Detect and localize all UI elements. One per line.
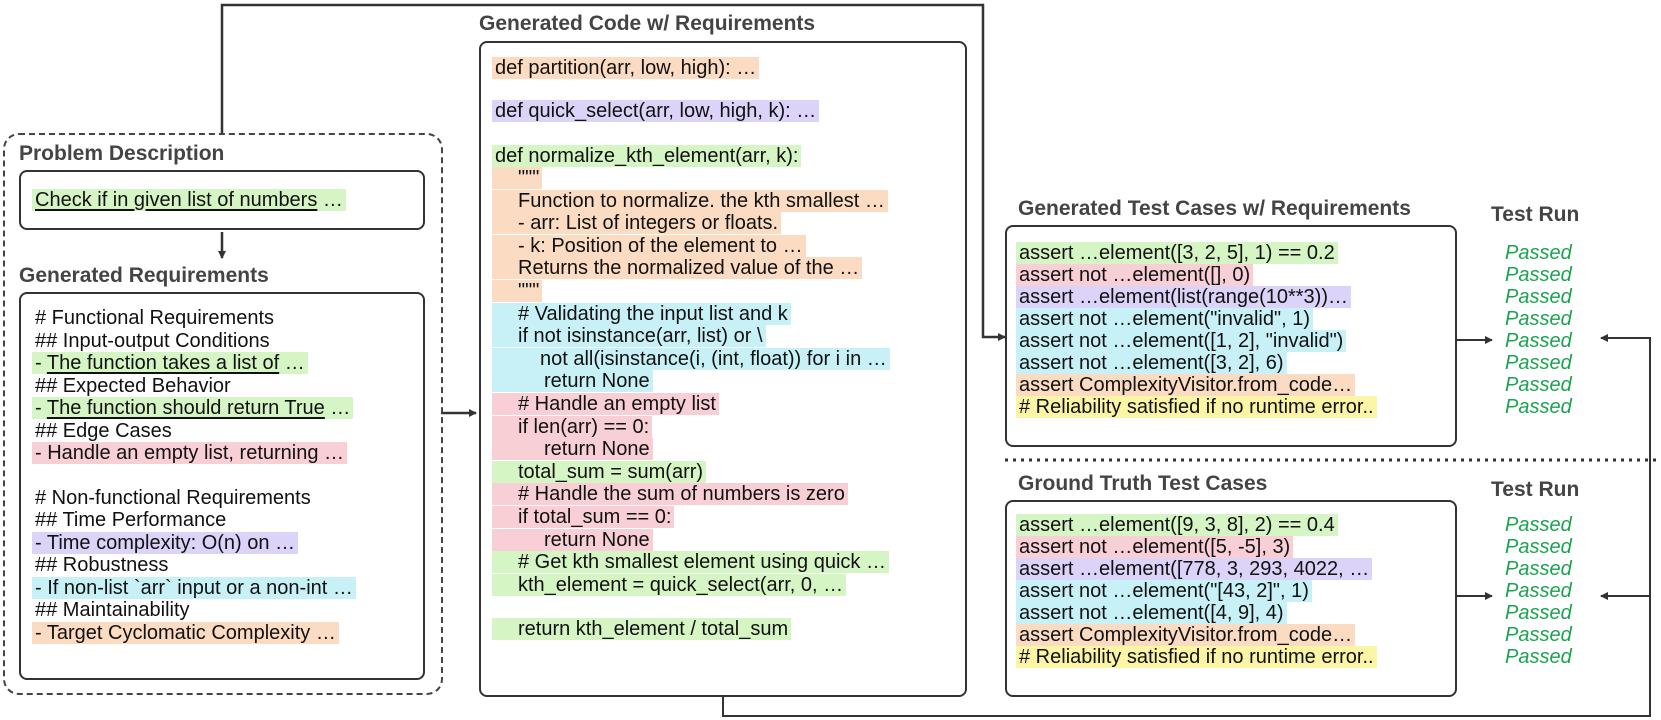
requirement-line: ## Input-output Conditions (35, 329, 270, 352)
requirement-line: - If non-list `arr` input or a non-int … (32, 576, 356, 599)
test-line: assert not …element([4, 9], 4) (1016, 602, 1287, 624)
test-result: Passed (1505, 602, 1572, 624)
code-line: if not isinstance(arr, list) or \ (492, 325, 766, 348)
code-line: if len(arr) == 0: (492, 415, 653, 438)
test-line: assert …element([778, 3, 293, 4022, … (1016, 558, 1373, 580)
test-result: Passed (1505, 558, 1572, 580)
gt-run-title: Test Run (1491, 478, 1580, 501)
requirement-line: # Functional Requirements (35, 307, 275, 329)
problem-text: Check if in given list of numbers … (32, 189, 346, 211)
test-line: assert ComplexityVisitor.from_code… (1016, 624, 1356, 646)
test-result: Passed (1505, 536, 1572, 558)
code-title: Generated Code w/ Requirements (479, 12, 816, 35)
test-line: assert …element([9, 3, 8], 2) == 0.4 (1016, 514, 1338, 536)
code-line: kth_element = quick_select(arr, 0, … (492, 573, 847, 596)
code-line: return None (492, 438, 653, 461)
code-line: def partition(arr, low, high): … (492, 57, 760, 79)
code-line: - k: Position of the element to … (492, 234, 806, 257)
code-line: not all(isinstance(i, (int, float)) for … (492, 347, 890, 370)
test-result: Passed (1505, 352, 1572, 374)
requirement-line: - Time complexity: O(n) on … (32, 531, 299, 554)
test-result: Passed (1505, 646, 1572, 668)
code-line: # Get kth smallest element using quick … (492, 551, 889, 574)
requirements-panel (3, 133, 443, 695)
requirements-title: Generated Requirements (19, 264, 269, 287)
code-line: if total_sum == 0: (492, 506, 675, 528)
test-result: Passed (1505, 624, 1572, 646)
code-line: def normalize_kth_element(arr, k): (492, 145, 802, 167)
code-line: """ (492, 280, 543, 302)
test-result: Passed (1505, 580, 1572, 602)
requirement-line: - The function should return True … (32, 397, 354, 419)
test-line: assert not …element([5, -5], 3) (1016, 536, 1294, 558)
code-line: return kth_element / total_sum (492, 618, 792, 640)
arrow-problem-to-tests (220, 3, 1006, 341)
requirement-line: - The function takes a list of … (32, 352, 308, 374)
test-result: Passed (1505, 242, 1572, 264)
problem-title: Problem Description (19, 142, 225, 165)
requirement-line: ## Time Performance (35, 509, 227, 531)
code-line: Function to normalize. the kth smallest … (492, 189, 888, 212)
code-line: total_sum = sum(arr) (492, 460, 707, 483)
test-line: # Reliability satisfied if no runtime er… (1016, 396, 1377, 418)
gen-run-title: Test Run (1491, 203, 1580, 226)
test-line: assert not …element("invalid", 1) (1016, 308, 1313, 330)
test-result: Passed (1505, 264, 1572, 286)
test-line: assert …element(list(range(10**3))… (1016, 286, 1352, 308)
test-line: assert …element([3, 2, 5], 1) == 0.2 (1016, 242, 1338, 264)
requirement-line: ## Maintainability (35, 599, 190, 621)
test-result: Passed (1505, 308, 1572, 330)
code-line: Returns the normalized value of the … (492, 257, 863, 280)
requirement-line: ## Edge Cases (35, 419, 172, 442)
test-line: assert ComplexityVisitor.from_code… (1016, 374, 1356, 396)
code-line: # Handle an empty list (492, 393, 719, 415)
code-line: def quick_select(arr, low, high, k): … (492, 100, 820, 122)
code-line: # Validating the input list and k (492, 302, 791, 325)
test-line: assert not …element([3, 2], 6) (1016, 352, 1287, 374)
gt-tests-title: Ground Truth Test Cases (1018, 472, 1268, 495)
arrow-code-to-runs (722, 334, 1651, 717)
test-line: # Reliability satisfied if no runtime er… (1016, 646, 1377, 668)
requirement-line: ## Robustness (35, 554, 169, 576)
test-result: Passed (1505, 330, 1572, 352)
requirement-line: - Target Cyclomatic Complexity … (32, 621, 339, 644)
code-line: """ (492, 167, 543, 189)
test-result: Passed (1505, 514, 1572, 536)
code-line: return None (492, 370, 653, 393)
code-line: # Handle the sum of numbers is zero (492, 483, 848, 506)
requirement-line: - Handle an empty list, returning … (32, 442, 348, 464)
test-line: assert not …element("[43, 2]", 1) (1016, 580, 1312, 602)
code-line: - arr: List of integers or floats. (492, 212, 782, 235)
code-line: return None (492, 528, 653, 551)
test-line: assert not …element([], 0) (1016, 264, 1254, 286)
requirement-line: # Non-functional Requirements (35, 486, 311, 509)
test-result: Passed (1505, 396, 1572, 418)
test-line: assert not …element([1, 2], "invalid") (1016, 330, 1347, 352)
requirement-line: ## Expected Behavior (35, 374, 231, 397)
test-result: Passed (1505, 374, 1572, 396)
gen-tests-title: Generated Test Cases w/ Requirements (1018, 197, 1411, 220)
test-result: Passed (1505, 286, 1572, 308)
